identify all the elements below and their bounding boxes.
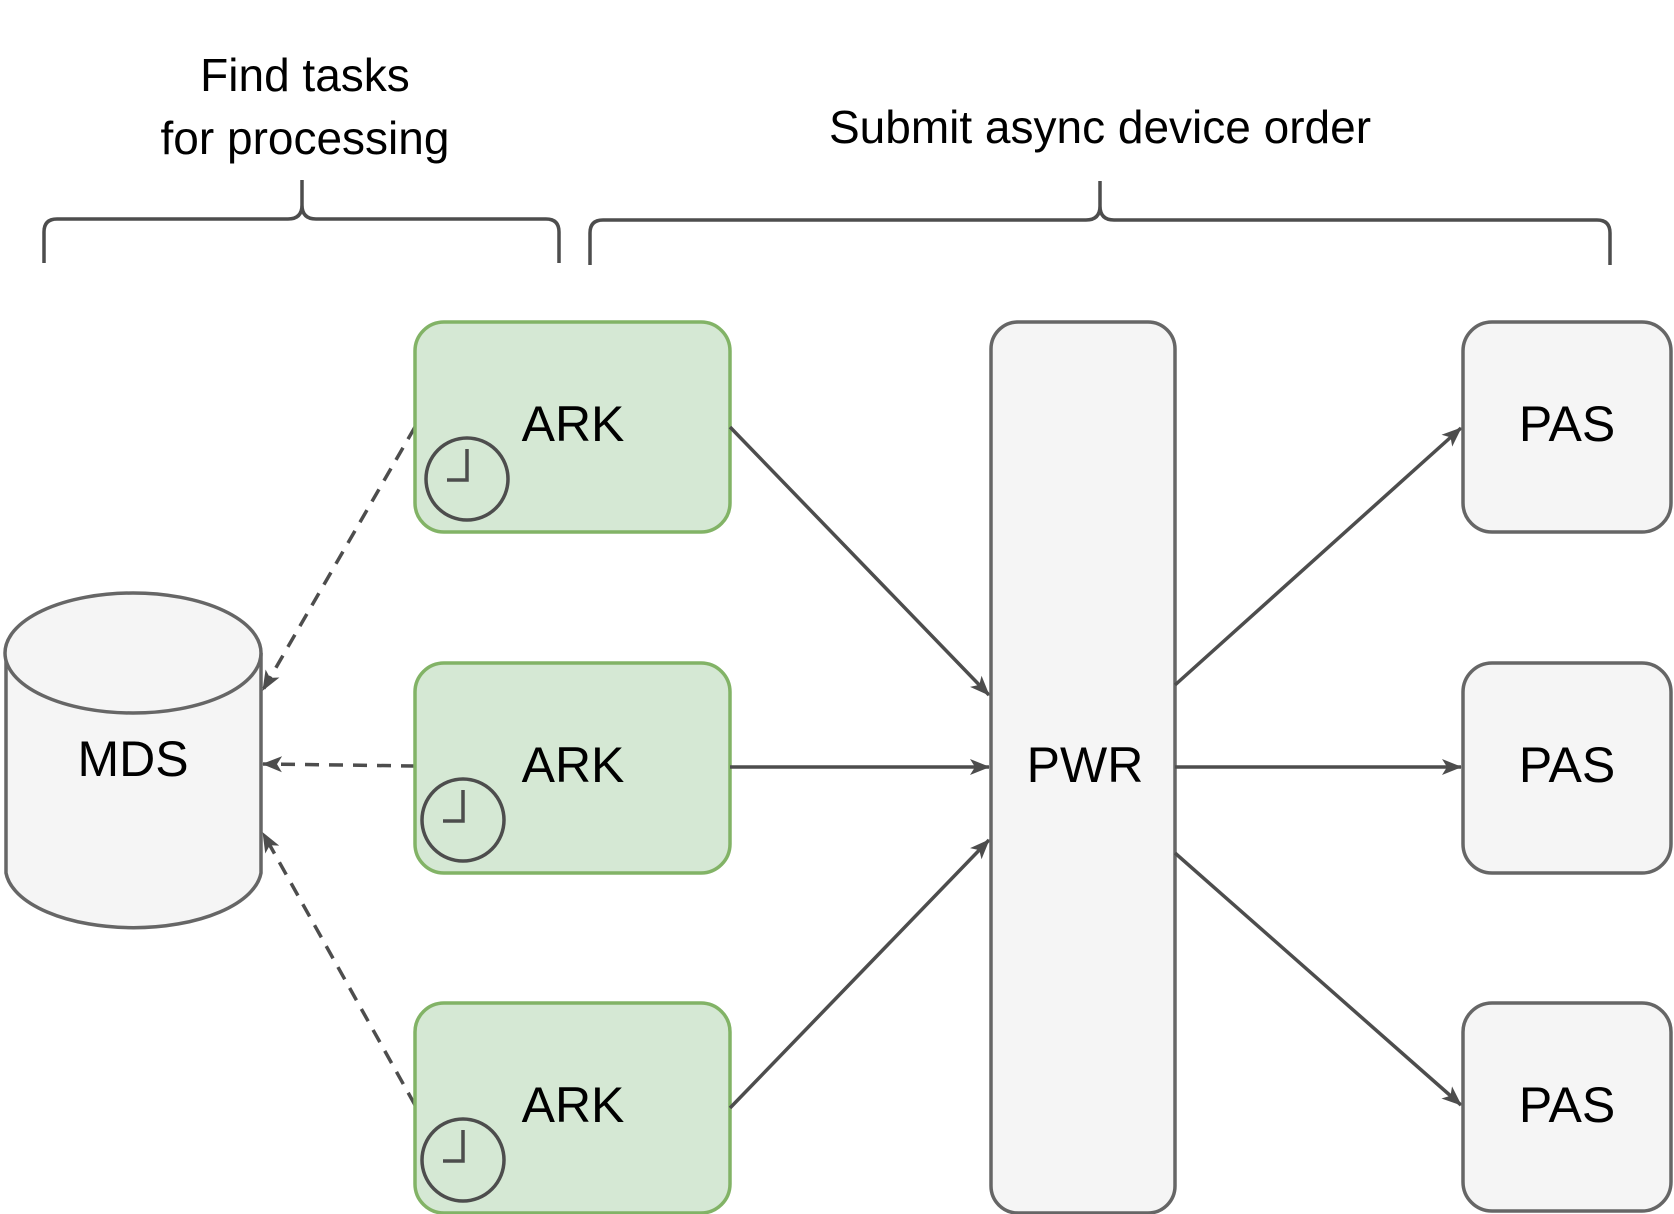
group-title-submit-order: Submit async device order	[829, 101, 1371, 153]
target-label: PAS	[1519, 1077, 1615, 1133]
edge-ark3-pwr	[728, 838, 991, 1110]
group-title-find-tasks-line2: for processing	[161, 112, 450, 164]
worker-node-ark-3[interactable]: ARK	[413, 1001, 732, 1214]
brace-submit-order	[588, 181, 1612, 265]
target-node-pas-3[interactable]: PAS	[1461, 1001, 1673, 1213]
database-node-mds[interactable]: MDS	[3, 591, 263, 930]
group-title-find-tasks-line1: Find tasks	[200, 49, 410, 101]
clock-icon	[420, 1117, 506, 1203]
router-node-pwr[interactable]: PWR	[989, 320, 1177, 1214]
brace-find-tasks	[42, 180, 561, 263]
target-label: PAS	[1519, 737, 1615, 793]
edge-ark2-mds	[262, 756, 416, 773]
edge-ark1-mds	[261, 426, 417, 691]
target-label: PAS	[1519, 396, 1615, 452]
worker-label: ARK	[522, 1077, 625, 1133]
edge-pwr-pas3	[1173, 851, 1463, 1107]
edge-ark1-pwr	[728, 425, 991, 697]
worker-label: ARK	[522, 737, 625, 793]
worker-label: ARK	[522, 396, 625, 452]
clock-icon	[424, 436, 510, 522]
worker-node-ark-2[interactable]: ARK	[413, 661, 732, 875]
database-label: MDS	[77, 731, 188, 787]
router-label: PWR	[1027, 737, 1144, 793]
edge-ark3-mds	[261, 832, 417, 1106]
clock-icon	[420, 777, 506, 863]
target-node-pas-1[interactable]: PAS	[1461, 320, 1673, 534]
worker-node-ark-1[interactable]: ARK	[413, 320, 732, 534]
edge-pwr-pas1	[1173, 426, 1463, 687]
target-node-pas-2[interactable]: PAS	[1461, 661, 1673, 875]
